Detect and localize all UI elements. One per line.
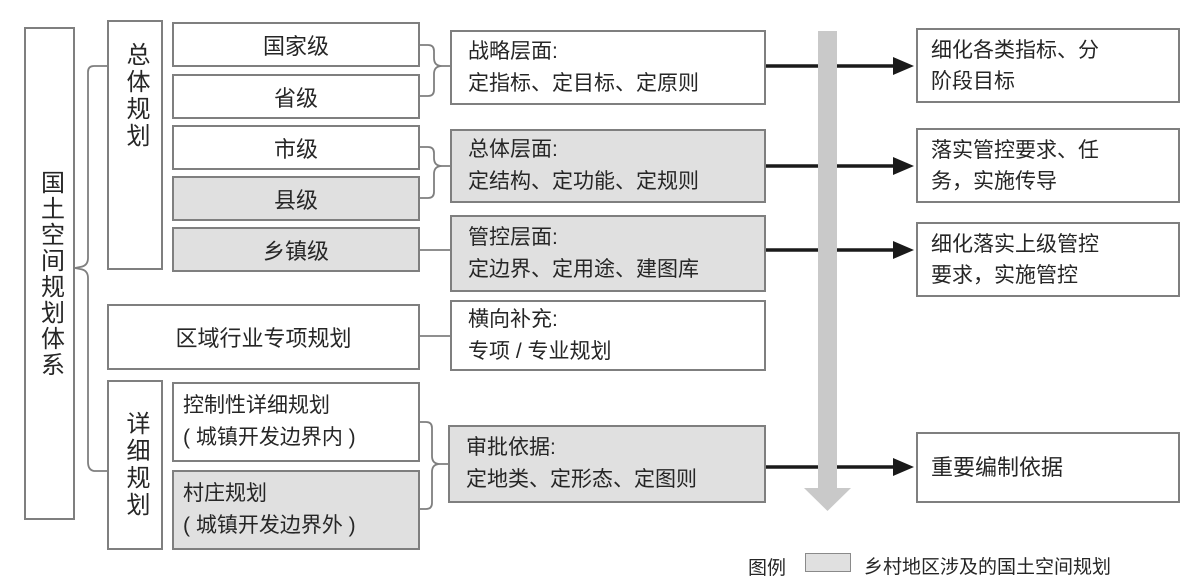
village-planning-box: 村庄规划 ( 城镇开发边界外 ) xyxy=(172,470,420,550)
system-title-box: 国土空间规划体系 xyxy=(24,27,75,520)
arrowhead xyxy=(893,458,914,476)
gray-transmission-arrow xyxy=(804,31,851,511)
arrowhead xyxy=(893,57,914,75)
overall-planning-group-box: 总体规划 xyxy=(107,20,163,270)
level-label: 县级 xyxy=(273,187,318,213)
layer-detail: 定边界、定用途、建图库 xyxy=(468,257,699,281)
system-title: 国土空间规划体系 xyxy=(36,169,64,378)
level-box-provincial: 省级 xyxy=(172,74,420,119)
outcome-line2: 务，实施传导 xyxy=(931,169,1057,193)
black-arrows xyxy=(766,57,914,476)
layer-title: 战略层面: xyxy=(468,39,558,63)
overall-planning-label: 总体规划 xyxy=(122,42,149,150)
outcome-line2: 阶段目标 xyxy=(931,69,1015,93)
main-brace-connector xyxy=(74,65,107,472)
layer-detail: 定地类、定形态、定图则 xyxy=(466,468,697,491)
regional-special-planning-label: 区域行业专项规划 xyxy=(175,326,352,351)
layer-title: 审批依据: xyxy=(466,436,556,459)
gray-arrow-head xyxy=(804,488,851,511)
outcome-box-control-requirements: 落实管控要求、任 务，实施传导 xyxy=(916,128,1180,203)
level-label: 省级 xyxy=(273,85,318,111)
overall-layer-box: 总体层面: 定结构、定功能、定规则 xyxy=(450,129,766,203)
detailed-planning-label: 详细规划 xyxy=(122,411,149,519)
control-layer-box: 管控层面: 定边界、定用途、建图库 xyxy=(450,215,766,292)
outcome-line1: 落实管控要求、任 xyxy=(931,138,1099,162)
outcome-line1: 细化各类指标、分 xyxy=(931,38,1099,62)
arrowhead xyxy=(893,241,914,259)
merge-connector-national-provincial xyxy=(420,44,450,97)
detailed-item-line2: ( 城镇开发边界外 ) xyxy=(183,514,356,537)
outcome-box-indicators: 细化各类指标、分 阶段目标 xyxy=(916,28,1180,103)
regional-special-planning-box: 区域行业专项规划 xyxy=(107,304,420,370)
regulatory-detailed-planning-box: 控制性详细规划 ( 城镇开发边界内 ) xyxy=(172,382,420,462)
level-label: 乡镇级 xyxy=(262,238,329,264)
gray-arrow-shaft xyxy=(818,31,837,488)
outcome-box-compilation-basis: 重要编制依据 xyxy=(916,432,1180,503)
approval-basis-box: 审批依据: 定地类、定形态、定图则 xyxy=(448,425,766,503)
level-label: 国家级 xyxy=(262,33,329,59)
level-box-township: 乡镇级 xyxy=(172,227,420,272)
detailed-item-line1: 控制性详细规划 xyxy=(183,394,330,417)
strategic-layer-box: 战略层面: 定指标、定目标、定原则 xyxy=(450,30,766,105)
outcome-line1: 细化落实上级管控 xyxy=(931,232,1099,256)
legend-text: 乡村地区涉及的国土空间规划 xyxy=(864,557,1112,578)
layer-detail: 专项 / 专业规划 xyxy=(468,339,612,363)
horizontal-supplement-box: 横向补充: 专项 / 专业规划 xyxy=(450,300,766,371)
layer-detail: 定指标、定目标、定原则 xyxy=(468,71,699,95)
merge-connector-municipal-county xyxy=(420,146,450,199)
level-box-municipal: 市级 xyxy=(172,125,420,170)
layer-title: 横向补充: xyxy=(468,307,558,331)
level-label: 市级 xyxy=(273,136,318,162)
legend-title: 图例 xyxy=(748,558,787,579)
detailed-planning-group-box: 详细规划 xyxy=(107,380,163,550)
outcome-line1: 重要编制依据 xyxy=(931,455,1064,480)
layer-detail: 定结构、定功能、定规则 xyxy=(468,170,699,193)
detailed-item-line1: 村庄规划 xyxy=(183,482,267,505)
outcome-box-implement-control: 细化落实上级管控 要求，实施管控 xyxy=(916,222,1180,297)
layer-title: 总体层面: xyxy=(468,138,558,161)
arrowhead xyxy=(893,157,914,175)
legend-shaded-swatch xyxy=(805,553,851,572)
level-box-national: 国家级 xyxy=(172,22,420,67)
level-box-county: 县级 xyxy=(172,176,420,221)
detailed-item-line2: ( 城镇开发边界内 ) xyxy=(183,426,356,449)
merge-connector-detailed-approval xyxy=(420,421,448,510)
outcome-line2: 要求，实施管控 xyxy=(931,263,1078,287)
layer-title: 管控层面: xyxy=(468,225,558,249)
